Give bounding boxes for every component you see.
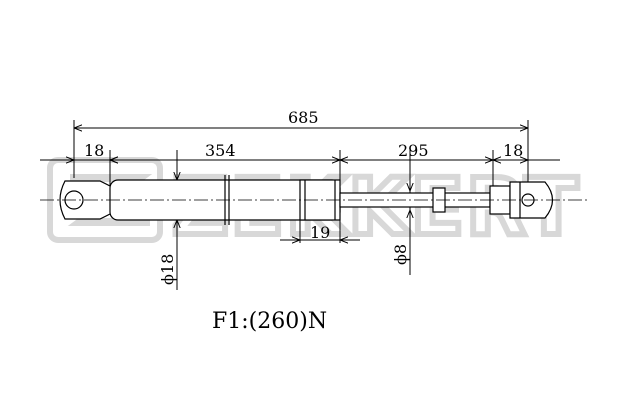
- dim-body-length: 354: [205, 141, 236, 160]
- dim-left-eye: 18: [84, 141, 104, 160]
- dim-body-diameter: ϕ18: [158, 254, 177, 285]
- dimension-lines: [40, 128, 560, 290]
- dim-right-eye: 18: [503, 141, 523, 160]
- dim-overall-length: 685: [288, 108, 319, 127]
- dim-rod-diameter: ϕ8: [391, 244, 410, 265]
- dim-ring-width: 19: [310, 223, 330, 242]
- force-label: F1:(260)N: [212, 309, 327, 334]
- dim-rod-length: 295: [398, 141, 429, 160]
